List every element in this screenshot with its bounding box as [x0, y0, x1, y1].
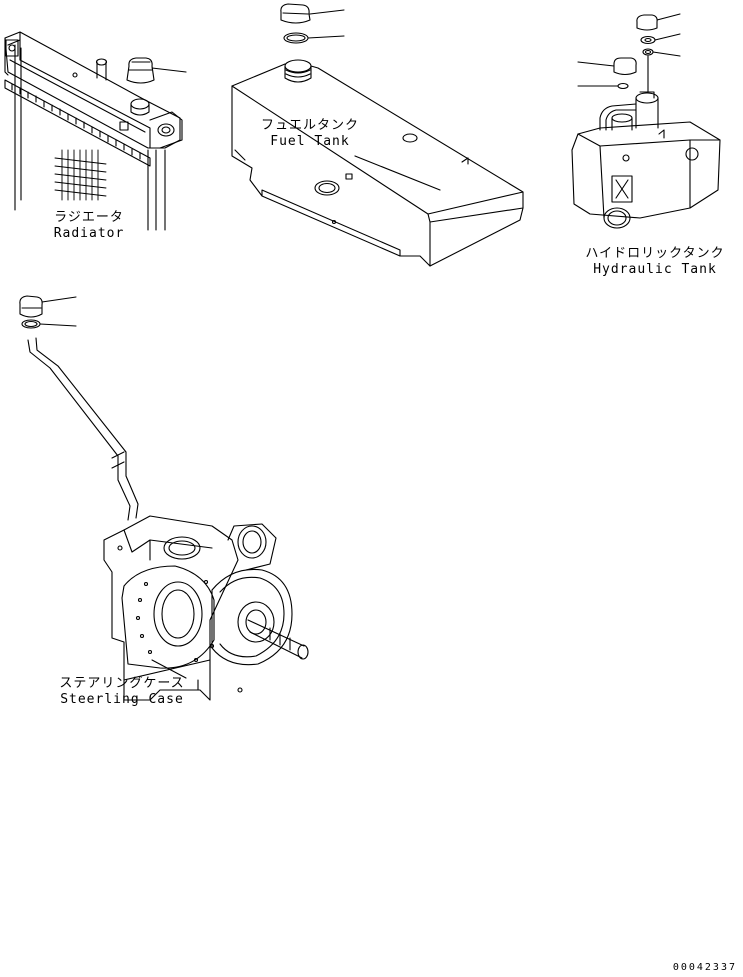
hydraulic-tank-drawing: [571, 13, 721, 229]
fuel-tank-label-jp: フュエルタンク: [260, 118, 359, 133]
steering-case-label: ステアリングケース Steerling Case: [52, 676, 192, 708]
fuel-tank-drawing: [231, 3, 524, 267]
steering-case-drawing: [19, 295, 309, 701]
steering-case-label-jp: ステアリングケース: [59, 676, 185, 691]
radiator-label-en: Radiator: [53, 226, 125, 241]
radiator-drawing: [4, 31, 187, 231]
drawing-number: 00042337: [672, 962, 737, 973]
radiator-label: ラジエータ Radiator: [44, 210, 134, 242]
steering-case-label-en: Steerling Case: [60, 692, 184, 707]
hydraulic-tank-label-en: Hydraulic Tank: [593, 262, 717, 277]
fuel-tank-label-en: Fuel Tank: [270, 134, 350, 149]
hydraulic-tank-label: ハイドロリックタンク Hydraulic Tank: [580, 246, 730, 278]
fuel-tank-label: フュエルタンク Fuel Tank: [250, 118, 370, 150]
radiator-label-jp: ラジエータ: [54, 210, 124, 225]
hydraulic-tank-label-jp: ハイドロリックタンク: [585, 246, 725, 261]
